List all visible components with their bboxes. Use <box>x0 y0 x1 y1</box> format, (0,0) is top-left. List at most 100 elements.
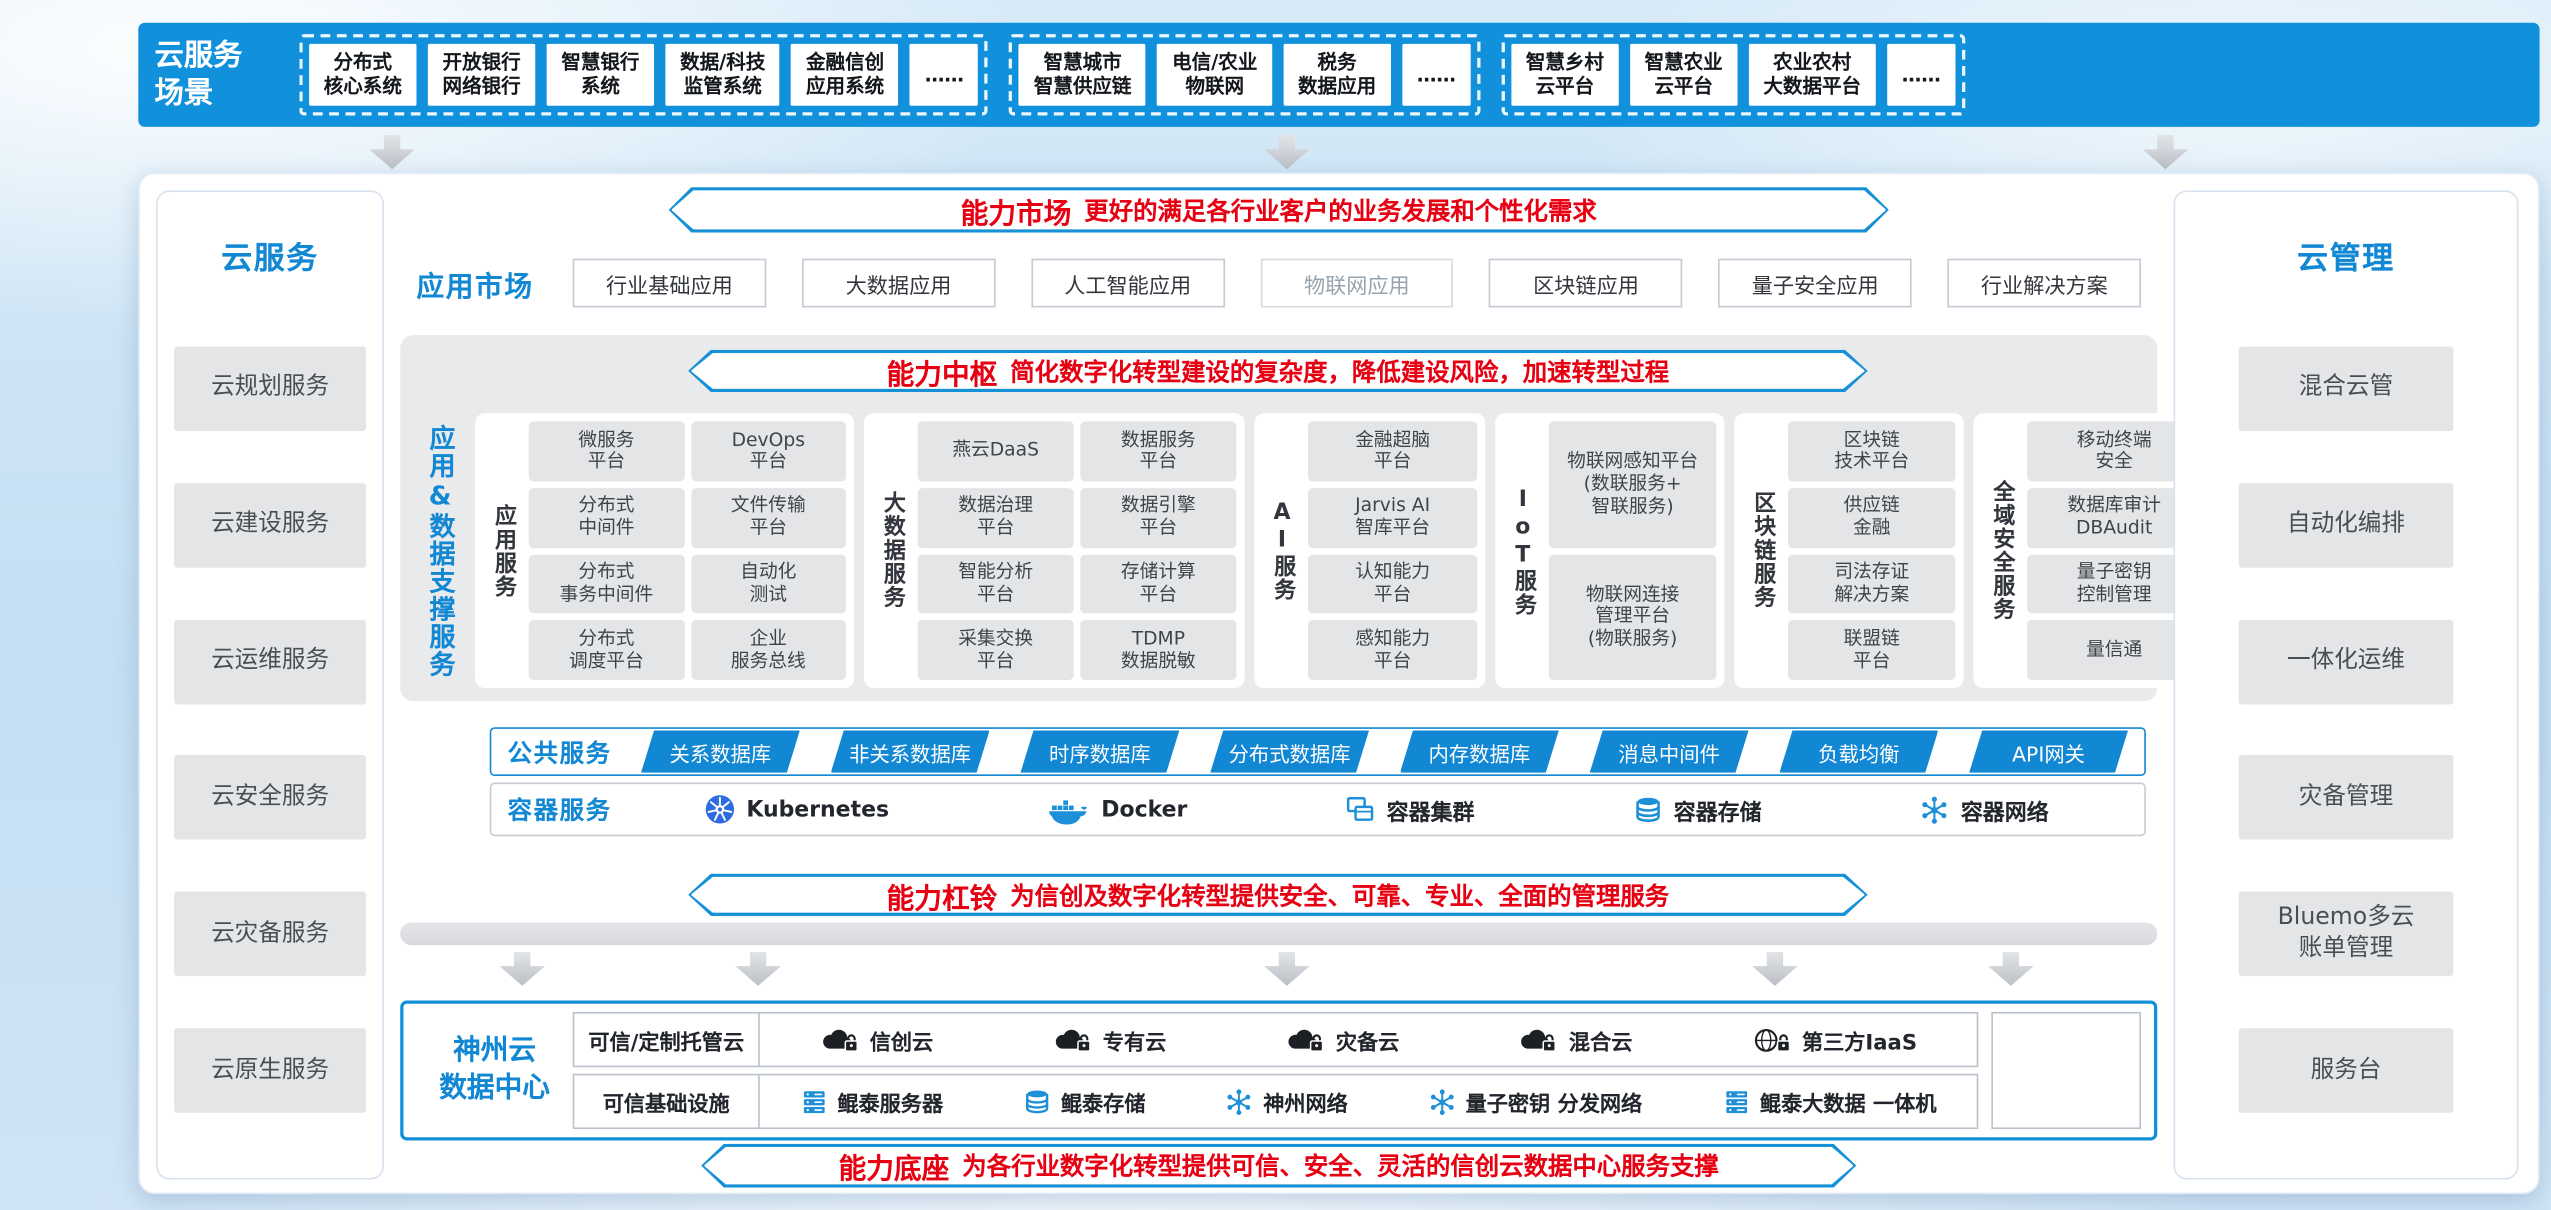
public-service-pill: 内存数据库 <box>1400 730 1559 772</box>
cloud-service-item: 云原生服务 <box>174 1028 367 1113</box>
banner-shape-inner <box>691 876 1865 913</box>
platform-bar <box>400 922 2158 946</box>
hosted-cloud-item: 信创云 <box>819 1024 933 1055</box>
public-service-pill: API网关 <box>1969 730 2128 772</box>
infrastructure-label: 可信基础设施 <box>574 1075 760 1128</box>
cloud-services-title: 云服务 <box>221 240 319 277</box>
network-icon <box>1226 1088 1254 1116</box>
public-service-pill: 负载均衡 <box>1779 730 1938 772</box>
cloud-service-item: 云规划服务 <box>174 346 367 431</box>
cloud-service-item: 云灾备服务 <box>174 891 367 977</box>
capability-barbell-banner: 能力杠铃 为信创及数字化转型提供安全、可靠、专业、全面的管理服务 <box>688 874 1868 916</box>
cloud-management-item: 混合云管 <box>2238 346 2454 431</box>
service-cell: 分布式 中间件 <box>528 487 685 548</box>
banner-shape-inner <box>704 1146 1854 1185</box>
public-service-pill: 消息中间件 <box>1590 730 1749 772</box>
service-cell: 文件传输 平台 <box>690 487 846 548</box>
service-cell: 金融超脑 平台 <box>1308 421 1478 482</box>
hosted-cloud-items: 信创云 专有云 灾备云 <box>760 1024 1977 1055</box>
cloud-service-item: 云建设服务 <box>174 482 367 568</box>
container-service-label: 容器网络 <box>1960 799 2049 826</box>
service-cell: 供应链 金融 <box>1787 487 1956 548</box>
globe-lock-icon <box>1752 1026 1793 1054</box>
capability-hub-banner: 能力中枢 简化数字化转型建设的复杂度，降低建设风险，加速转型过程 <box>688 350 1868 392</box>
panel-label: 应用服务 <box>489 503 516 598</box>
cloud-management-item: 一体化运维 <box>2238 619 2454 704</box>
app-market-item: 物联网应用 <box>1260 258 1454 308</box>
banner-desc: 简化数字化转型建设的复杂度，降低建设风险，加速转型过程 <box>1010 357 1670 387</box>
scenario-item: 分布式 核心系统 <box>309 43 417 106</box>
scenario-item: 数据/科技 监管系统 <box>665 43 780 106</box>
service-cell: 数据服务 平台 <box>1080 421 1237 482</box>
infrastructure-item: 鲲泰大数据 一体机 <box>1723 1086 1936 1117</box>
app-market-item: 行业解决方案 <box>1947 258 2142 308</box>
storage-icon <box>1023 1088 1051 1116</box>
hosted-cloud-item-label: 信创云 <box>869 1030 934 1056</box>
scenario-item: 智慧乡村 云平台 <box>1511 43 1619 106</box>
scenario-group-finance: 分布式 核心系统 开放银行 网络银行 智慧银行 系统 数据/科技 监管系统 金融… <box>299 34 989 116</box>
scenario-item-ellipsis: …… <box>910 43 979 106</box>
public-service-pill: 非关系数据库 <box>831 730 990 772</box>
hosted-cloud-label: 可信/定制托管云 <box>574 1013 760 1066</box>
banner-desc: 为信创及数字化转型提供安全、可靠、专业、全面的管理服务 <box>1010 880 1670 911</box>
container-service-docker: Docker <box>1048 794 1187 825</box>
scenario-item: 智慧城市 智慧供应链 <box>1019 43 1147 106</box>
service-cell: 感知能力 平台 <box>1308 620 1478 681</box>
app-market-item: 大数据应用 <box>801 258 996 308</box>
panel-grid: 区块链 技术平台 供应链 金融 司法存证 解决方案 联盟链 平台 <box>1787 421 1956 681</box>
service-cell: 数据治理 平台 <box>917 487 1074 548</box>
container-service-kubernetes: Kubernetes <box>704 794 889 825</box>
panel-label: AI服务 <box>1268 499 1296 602</box>
cloud-management-item: Bluemo多云 账单管理 <box>2238 891 2454 977</box>
scenario-item-ellipsis: …… <box>1887 43 1956 106</box>
cloud-service-item: 云安全服务 <box>174 755 367 841</box>
cloud-lock-icon <box>1052 1026 1093 1054</box>
public-service-pill: 关系数据库 <box>641 730 800 772</box>
panel-ai-services: AI服务 金融超脑 平台 Jarvis AI 智库平台 认知能力 平台 感知能力… <box>1254 413 1486 689</box>
docker-icon <box>1048 794 1090 825</box>
service-cell: 微服务 平台 <box>528 421 685 482</box>
hosted-cloud-item-label: 第三方IaaS <box>1801 1030 1918 1056</box>
infrastructure-item-label: 鲲泰服务器 <box>837 1092 944 1117</box>
container-network-icon <box>1920 795 1949 824</box>
scenario-group-industry: 智慧城市 智慧供应链 电信/农业 物联网 税务 数据应用 …… <box>1009 34 1481 116</box>
app-market-item: 区块链应用 <box>1489 258 1683 308</box>
infrastructure-item-label: 神州网络 <box>1263 1092 1348 1117</box>
infrastructure-item: 量子密钥 分发网络 <box>1428 1086 1642 1117</box>
cloud-management-column: 云管理 混合云管 自动化编排 一体化运维 灾备管理 Bluemo多云 账单管理 … <box>2173 190 2519 1180</box>
banner-desc: 更好的满足各行业客户的业务发展和个性化需求 <box>1084 196 1597 226</box>
cloud-management-list: 混合云管 自动化编排 一体化运维 灾备管理 Bluemo多云 账单管理 服务台 <box>2175 278 2517 1178</box>
hosted-cloud-row: 可信/定制托管云 信创云 专有云 <box>572 1011 1979 1068</box>
scenario-bar-title: 云服务 场景 <box>154 38 243 111</box>
scenario-item: 税务 数据应用 <box>1283 43 1391 106</box>
service-cell: 量子密钥 控制管理 <box>2027 553 2202 614</box>
service-cell: 燕云DaaS <box>917 421 1074 482</box>
panel-blockchain-services: 区块链服务 区块链 技术平台 供应链 金融 司法存证 解决方案 联盟链 平台 <box>1734 413 1964 689</box>
service-cell: 物联网感知平台 (数联服务+ 智联服务) <box>1548 421 1717 548</box>
app-market-item: 行业基础应用 <box>572 258 767 308</box>
panel-iot-services: IoT服务 物联网感知平台 (数联服务+ 智联服务) 物联网连接 管理平台 (物… <box>1495 413 1725 689</box>
container-service-cluster: 容器集群 <box>1346 793 1475 826</box>
panel-security-services: 全域安全服务 移动终端 安全 数据库审计 DBAudit 量子密钥 控制管理 量… <box>1973 413 2210 689</box>
service-cell: 物联网连接 管理平台 (物联服务) <box>1548 553 1717 681</box>
datacenter-rows: 可信/定制托管云 信创云 专有云 <box>572 1011 1979 1130</box>
service-cell: 认知能力 平台 <box>1308 553 1478 614</box>
service-cell: 联盟链 平台 <box>1787 620 1956 681</box>
down-arrow <box>499 951 546 986</box>
panel-app-services: 应用服务 微服务 平台 DevOps 平台 分布式 中间件 文件传输 平台 分布… <box>475 413 855 689</box>
panel-grid: 移动终端 安全 数据库审计 DBAudit 量子密钥 控制管理 量信通 <box>2027 421 2202 681</box>
scenario-group-agriculture: 智慧乡村 云平台 智慧农业 云平台 农业农村 大数据平台 …… <box>1501 34 1966 116</box>
container-services-items: Kubernetes Docker 容器集群 容器存储 <box>625 793 2128 826</box>
service-cell: 区块链 技术平台 <box>1787 421 1956 482</box>
hosted-cloud-item: 专有云 <box>1052 1024 1166 1055</box>
down-arrow <box>1264 951 1310 986</box>
center-area: 能力市场 更好的满足各行业客户的业务发展和个性化需求 应用市场 行业基础应用 大… <box>400 174 2210 1196</box>
container-services-label: 容器服务 <box>507 795 612 825</box>
down-arrow <box>369 135 415 170</box>
main-panel: 云服务 云规划服务 云建设服务 云运维服务 云安全服务 云灾备服务 云原生服务 … <box>138 172 2540 1196</box>
cloud-lock-icon <box>1285 1026 1326 1054</box>
infrastructure-item: 神州网络 <box>1226 1086 1348 1117</box>
service-cell: 司法存证 解决方案 <box>1787 553 1956 614</box>
support-services-label: 应用&数据支撑服务 <box>424 423 456 678</box>
scenario-item-ellipsis: …… <box>1402 43 1471 106</box>
